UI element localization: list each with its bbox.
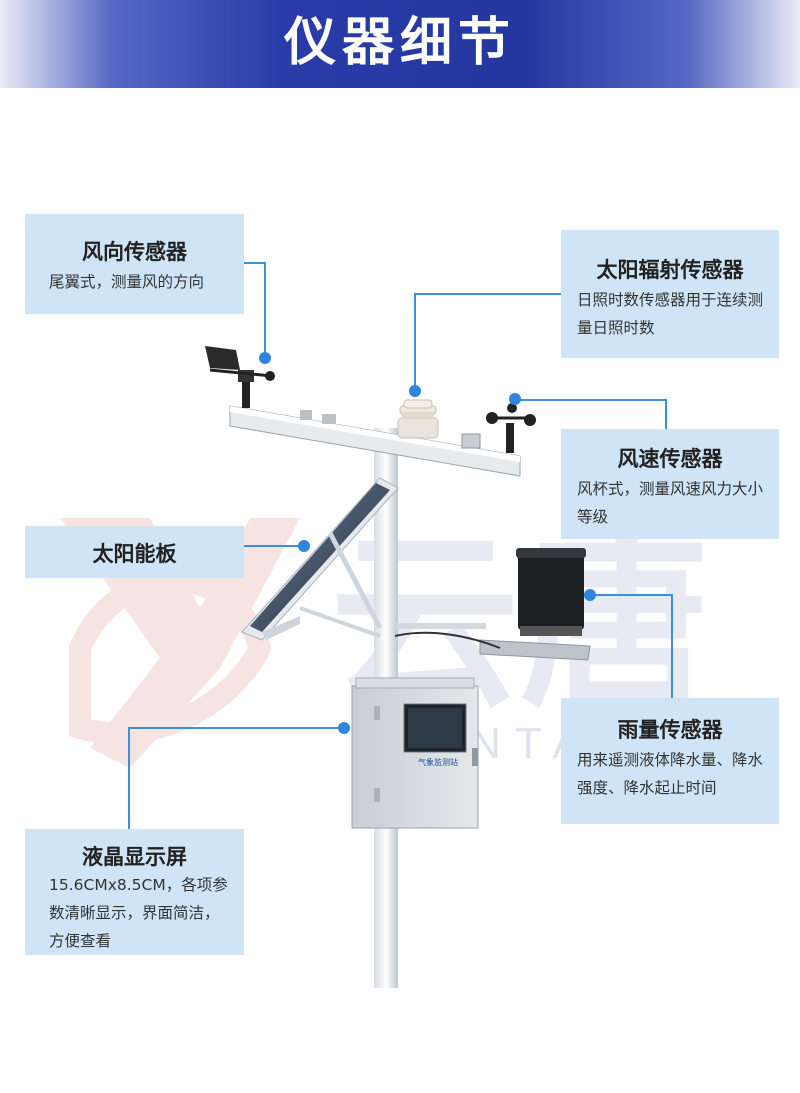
cabinet-label: 气象监测站: [418, 757, 458, 767]
control-cabinet-drawing: 气象监测站: [351, 677, 479, 829]
callout-solar-radiation: 太阳辐射传感器 日照时数传感器用于连续测量日照时数: [561, 230, 779, 358]
wind-vane-drawing: [205, 346, 275, 408]
callout-title: 风速传感器: [617, 447, 723, 471]
anemometer-drawing: [486, 403, 536, 453]
callout-wind-direction: 风向传感器 尾翼式，测量风的方向: [25, 214, 244, 314]
weather-station: 气象监测站: [205, 346, 591, 988]
marker-wind-speed: [509, 393, 521, 405]
solar-panel-drawing: [241, 477, 399, 641]
callout-solar-panel: 太阳能板: [25, 526, 244, 578]
callout-title: 太阳能板: [92, 542, 177, 566]
marker-wind-direction: [259, 352, 271, 364]
connector-wind-speed-v: [665, 399, 667, 429]
callout-title: 风向传感器: [82, 240, 187, 264]
callout-lcd: 液晶显示屏 15.6CMx8.5CM，各项参数清晰显示，界面简洁，方便查看: [25, 829, 244, 955]
callout-description: 日照时数传感器用于连续测量日照时数: [577, 291, 764, 337]
radiation-shield-drawing: [397, 399, 439, 439]
connector-lcd-h: [128, 727, 340, 729]
callout-wind-speed: 风速传感器 风杯式，测量风速风力大小等级: [561, 429, 779, 539]
connector-wind-speed-h: [516, 399, 666, 401]
callout-description: 风杯式，测量风速风力大小等级: [577, 480, 764, 526]
connector-solar-panel: [244, 545, 300, 547]
connector-lcd-v: [128, 727, 130, 829]
connector-rain-h: [596, 594, 672, 596]
connector-solar-radiation-h: [414, 293, 562, 295]
header-banner: 仪器细节: [0, 0, 800, 88]
callout-description: 15.6CMx8.5CM，各项参数清晰显示，界面简洁，方便查看: [49, 876, 228, 950]
product-illustration: 云唐 YUNTANG: [0, 88, 800, 1093]
connector-rain-v: [671, 594, 673, 698]
rain-gauge-drawing: [394, 548, 591, 661]
callout-title: 太阳辐射传感器: [596, 258, 744, 282]
marker-rain: [584, 589, 596, 601]
marker-lcd: [338, 722, 350, 734]
callout-title: 雨量传感器: [617, 718, 723, 742]
connector-solar-radiation-v: [414, 293, 416, 387]
connector-wind-direction-h: [244, 262, 266, 264]
callout-rain: 雨量传感器 用来遥测液体降水量、降水强度、降水起止时间: [561, 698, 779, 824]
callout-description: 用来遥测液体降水量、降水强度、降水起止时间: [577, 751, 764, 797]
callout-title: 液晶显示屏: [82, 845, 187, 869]
callout-description: 尾翼式，测量风的方向: [49, 273, 205, 291]
page-title: 仪器细节: [283, 13, 516, 73]
marker-solar-panel: [298, 540, 310, 552]
marker-solar-radiation: [409, 385, 421, 397]
connector-wind-direction-v: [264, 262, 266, 352]
